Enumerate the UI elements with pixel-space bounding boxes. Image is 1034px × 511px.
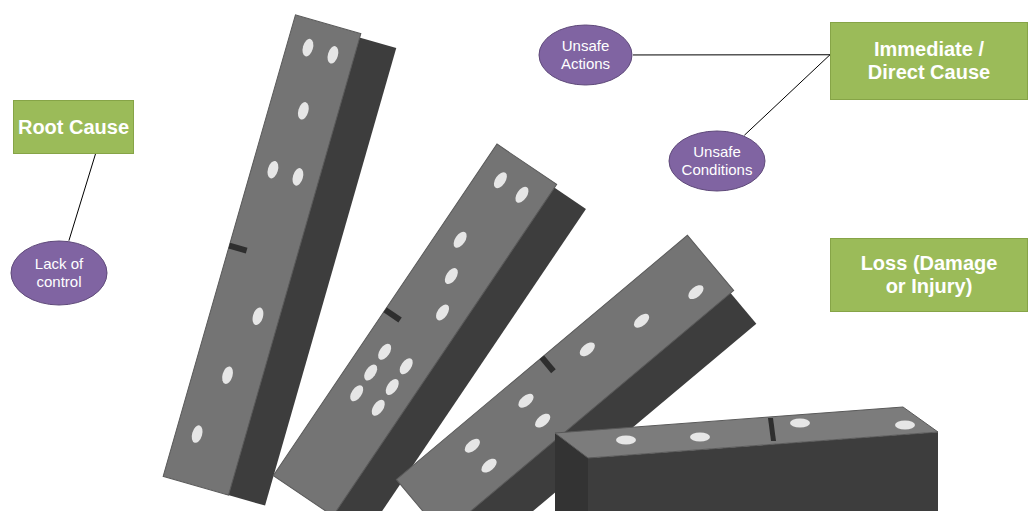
domino-pip xyxy=(491,170,509,191)
connector-line xyxy=(744,55,830,136)
domino-pip xyxy=(516,391,536,410)
domino-pip xyxy=(220,365,235,385)
node-text: Unsafe Actions xyxy=(547,37,625,73)
domino-pip xyxy=(433,302,451,323)
connector-line xyxy=(69,154,96,241)
domino-pip xyxy=(533,411,553,430)
text-group: Immediate / Direct Cause xyxy=(854,38,1004,84)
domino-pip xyxy=(686,282,706,301)
domino-divider xyxy=(768,418,776,441)
domino-divider xyxy=(383,307,401,322)
domino-face xyxy=(555,407,938,458)
domino-pip xyxy=(301,38,316,58)
node-text: Loss (Damage or Injury) xyxy=(854,252,1004,298)
cause-box: Root Cause xyxy=(13,100,134,154)
cause-box: Immediate / Direct Cause xyxy=(830,22,1028,100)
domino-divider xyxy=(228,243,247,254)
domino-pip xyxy=(442,266,460,287)
domino-pip xyxy=(451,230,469,251)
domino xyxy=(555,407,938,511)
text-group: Unsafe Actions xyxy=(547,37,625,73)
node-text: Lack of control xyxy=(20,255,98,291)
domino-pip xyxy=(690,433,710,442)
text-group: Lack of control xyxy=(20,255,98,291)
domino-pip xyxy=(479,456,499,475)
cause-box: Loss (Damage or Injury) xyxy=(830,238,1028,312)
domino-pip xyxy=(361,362,379,383)
connector-line xyxy=(633,54,830,55)
ellipse-shape xyxy=(11,241,107,305)
domino-pip xyxy=(296,101,311,121)
domino-pip xyxy=(577,340,597,359)
text-group: Loss (Damage or Injury) xyxy=(854,252,1004,298)
domino-pip xyxy=(348,383,366,404)
domino-pip xyxy=(462,436,482,455)
factor-ellipse: Unsafe Conditions xyxy=(668,130,766,192)
domino-pip xyxy=(616,436,636,445)
domino-pip xyxy=(631,311,651,330)
domino-pip xyxy=(383,377,401,398)
text-group: Root Cause xyxy=(18,116,129,139)
domino-pip xyxy=(397,356,415,377)
text-group: Unsafe Conditions xyxy=(672,143,762,179)
factor-ellipse: Lack of control xyxy=(10,240,108,306)
domino-pip xyxy=(790,419,810,428)
domino-pip xyxy=(895,421,915,430)
domino-pip xyxy=(190,424,205,444)
node-text: Unsafe Conditions xyxy=(672,143,762,179)
ellipse-shape xyxy=(539,25,632,85)
domino-divider xyxy=(540,355,556,373)
ellipse-shape xyxy=(669,131,765,191)
domino-pip xyxy=(266,160,281,180)
domino-pip xyxy=(513,184,531,205)
factor-ellipse: Unsafe Actions xyxy=(538,24,633,86)
domino-pip xyxy=(369,397,387,418)
domino-pip xyxy=(251,306,266,326)
domino-pip xyxy=(326,45,341,65)
node-text: Root Cause xyxy=(18,116,129,139)
domino-pip xyxy=(291,167,306,187)
node-text: Immediate / Direct Cause xyxy=(854,38,1004,84)
domino-pip xyxy=(375,341,393,362)
